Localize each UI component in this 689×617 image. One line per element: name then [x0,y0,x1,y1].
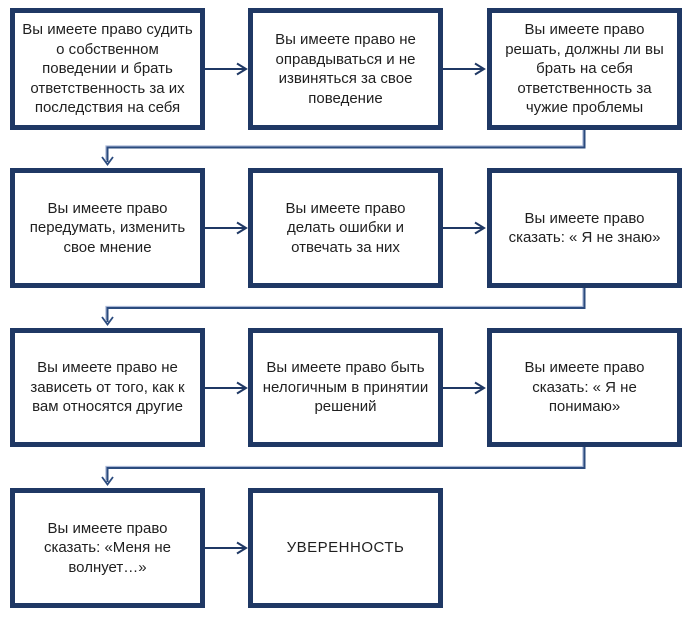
arrow-right-icon [443,62,486,76]
flow-box-text: Вы имеете право сказать: « Я не понимаю» [524,359,645,416]
flow-box-confidence: УВЕРЕННОСТЬ [248,488,443,608]
flow-box-r2b3: Вы имеете право сказать: « Я не знаю» [487,168,682,288]
flow-box-text: Вы имеете право делать ошибки и отвечать… [285,199,406,256]
flow-box-text: Вы имеете право сказать: «Меня не волнуе… [43,519,172,576]
flow-box-text: Вы имеете право решать, должны ли вы бра… [505,21,664,117]
arrow-right-icon [205,541,248,555]
flow-box-text: УВЕРЕННОСТЬ [286,539,405,557]
arrow-right-icon [205,221,248,235]
flow-box-r2b2: Вы имеете право делать ошибки и отвечать… [248,168,443,288]
arrow-right-icon [205,62,248,76]
flow-box-text: Вы имеете право судить о собственном пов… [22,21,193,117]
flow-box-r3b1: Вы имеете право не зависеть от того, как… [10,328,205,447]
flow-box-r1b3: Вы имеете право решать, должны ли вы бра… [487,8,682,130]
arrow-right-icon [443,221,486,235]
flow-box-text: Вы имеете право сказать: « Я не знаю» [508,209,661,247]
flow-box-r2b1: Вы имеете право передумать, изменить сво… [10,168,205,288]
flow-box-r3b3: Вы имеете право сказать: « Я не понимаю» [487,328,682,447]
flow-box-r1b2: Вы имеете право не оправдываться и не из… [248,8,443,130]
flow-box-text: Вы имеете право не зависеть от того, как… [30,359,185,416]
flow-box-r3b2: Вы имеете право быть нелогичным в принят… [248,328,443,447]
flow-box-text: Вы имеете право не оправдываться и не из… [275,31,416,107]
flow-box-text: Вы имеете право быть нелогичным в принят… [262,359,429,416]
elbow-connector-row1-row2 [101,130,586,167]
elbow-connector-row2-row3 [101,288,586,327]
arrow-right-icon [205,381,248,395]
flow-box-r4b1: Вы имеете право сказать: «Меня не волнуе… [10,488,205,608]
flow-box-text: Вы имеете право передумать, изменить сво… [29,199,186,256]
flow-box-r1b1: Вы имеете право судить о собственном пов… [10,8,205,130]
elbow-connector-row3-row4 [101,447,586,487]
arrow-right-icon [443,381,486,395]
